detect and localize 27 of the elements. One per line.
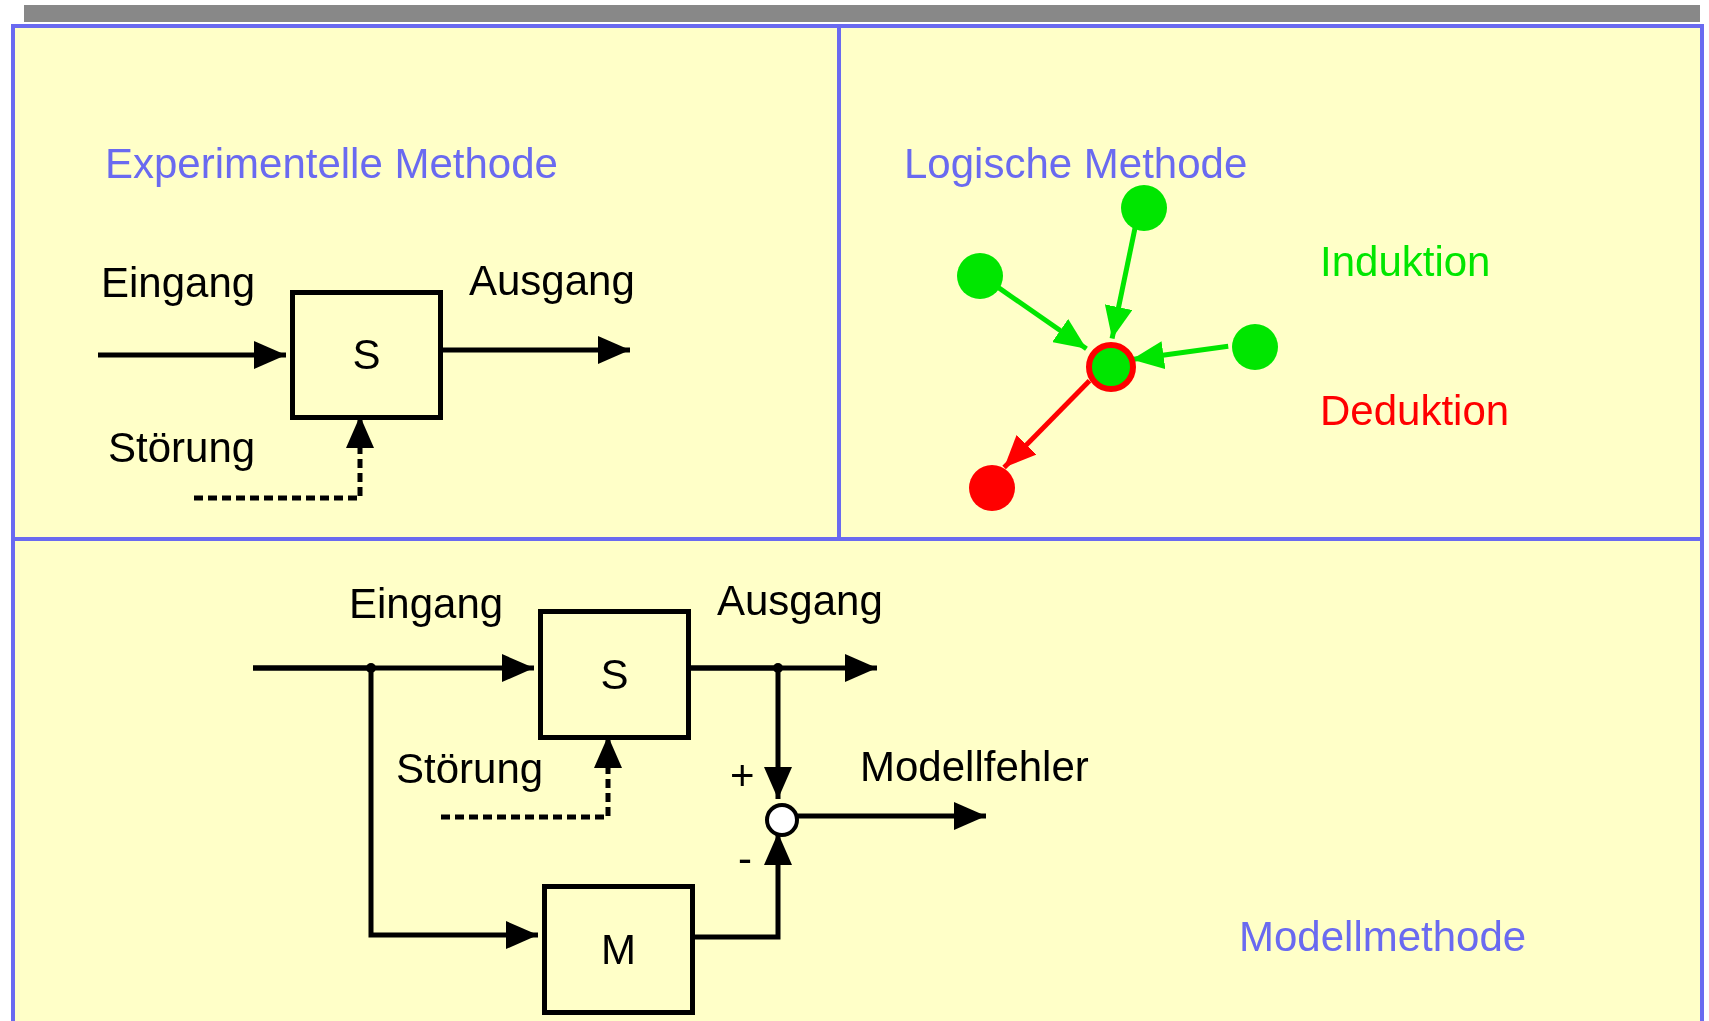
panel-title: Modellmethode bbox=[1239, 916, 1527, 958]
point-circle bbox=[1086, 342, 1136, 392]
output-label: Modellfehler bbox=[860, 746, 1089, 788]
arrow bbox=[253, 665, 538, 949]
point-circle bbox=[969, 465, 1015, 511]
system-block: S bbox=[290, 290, 443, 420]
point-circle bbox=[957, 253, 1003, 299]
disturbance-label: Störung bbox=[108, 427, 256, 469]
sign-label: + bbox=[730, 755, 755, 797]
point-circle bbox=[1232, 324, 1278, 370]
induction-label: Induktion bbox=[1320, 241, 1491, 283]
system-block: S bbox=[538, 609, 691, 740]
input-label: Eingang bbox=[101, 262, 256, 304]
disturbance-label: Störung bbox=[396, 748, 544, 790]
panel-title: Experimentelle Methode bbox=[105, 143, 558, 185]
summing-junction bbox=[765, 803, 799, 837]
arrow bbox=[98, 341, 286, 369]
system-block: M bbox=[542, 884, 695, 1015]
input-label: Eingang bbox=[349, 583, 504, 625]
point-circle bbox=[1121, 185, 1167, 231]
output-label: Ausgang bbox=[717, 580, 883, 622]
sign-label: - bbox=[738, 838, 752, 880]
arrow bbox=[1104, 226, 1138, 340]
output-label: Ausgang bbox=[469, 260, 635, 302]
arrow bbox=[1002, 379, 1092, 470]
deduction-label: Deduktion bbox=[1320, 390, 1510, 432]
panel-title: Logische Methode bbox=[904, 143, 1248, 185]
